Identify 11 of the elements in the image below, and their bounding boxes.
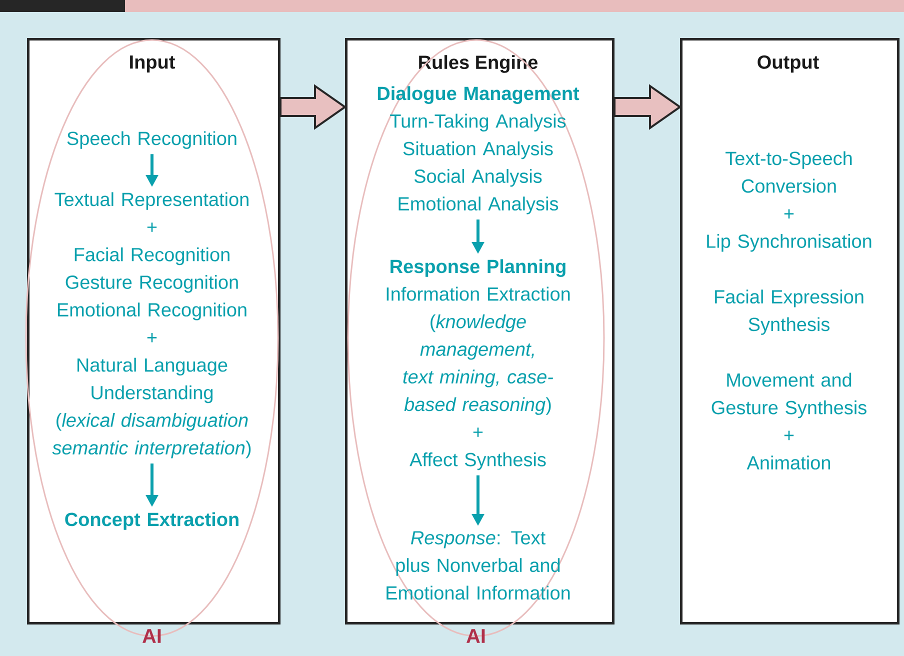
text-group: Concept Extraction	[65, 512, 238, 530]
ai-label: AI	[142, 629, 161, 643]
panel-box: Output Text-to-Speech Conversion + Lip Synchronisation Facial Expression Synthesis Movement and Gesture Synthesis + Animation	[680, 38, 900, 624]
text-group: Speech Recognition	[67, 131, 236, 149]
block-arrow	[614, 84, 682, 130]
ai-label: AI	[466, 629, 485, 643]
text-group: Dialogue Management Turn-Taking Analysis Situation Analysis Social Analysis Emotional Analysis	[378, 86, 580, 214]
text-group: Textual Representation + Facial Recognition Gesture Recognition Emotional Recognition + Natural Language Understanding (lexical disambiguation semantic interpretation)	[52, 192, 251, 458]
block-arrow	[280, 84, 347, 130]
text-group: Response: Text plus Nonverbal and Emotional Information	[386, 531, 570, 600]
text-group: Response Planning Information Extraction (knowledge management, text mining, case-based reasoning) + Affect Synthesis	[386, 259, 570, 470]
